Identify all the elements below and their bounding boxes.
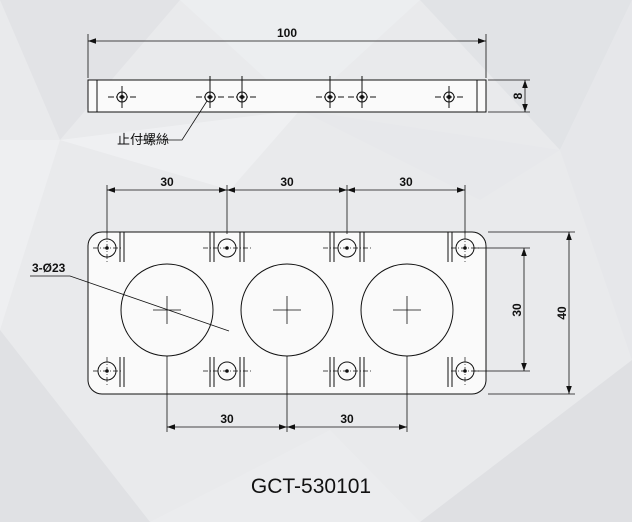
pitch-label-top-3: 30 bbox=[399, 175, 413, 189]
part-number: GCT-530101 bbox=[251, 475, 371, 498]
pitch-label-bottom-2: 30 bbox=[340, 412, 354, 426]
setscrew-boss bbox=[119, 232, 125, 262]
setscrew-leader bbox=[138, 100, 208, 141]
pitch-label-bottom-1: 30 bbox=[220, 412, 234, 426]
height-label: 40 bbox=[555, 306, 569, 320]
thickness-label: 8 bbox=[511, 92, 525, 99]
setscrew-callout: 止付螺絲 bbox=[117, 133, 169, 148]
hole-callout-leader bbox=[30, 275, 230, 332]
length-label: 100 bbox=[277, 26, 297, 40]
setscrew-boss bbox=[209, 357, 245, 387]
setscrew-boss bbox=[209, 232, 245, 262]
side-view bbox=[87, 34, 530, 141]
pitch-label-top-1: 30 bbox=[160, 175, 174, 189]
side-view-outline bbox=[87, 79, 487, 113]
hole-callout-label: 3-Ø23 bbox=[32, 261, 66, 275]
top-view bbox=[30, 185, 575, 432]
setscrew-boss bbox=[119, 357, 125, 387]
setscrew-boss bbox=[447, 232, 453, 262]
setscrew-boss bbox=[447, 357, 453, 387]
vertical-pitch-label: 30 bbox=[510, 303, 524, 317]
pitch-label-top-2: 30 bbox=[280, 175, 294, 189]
